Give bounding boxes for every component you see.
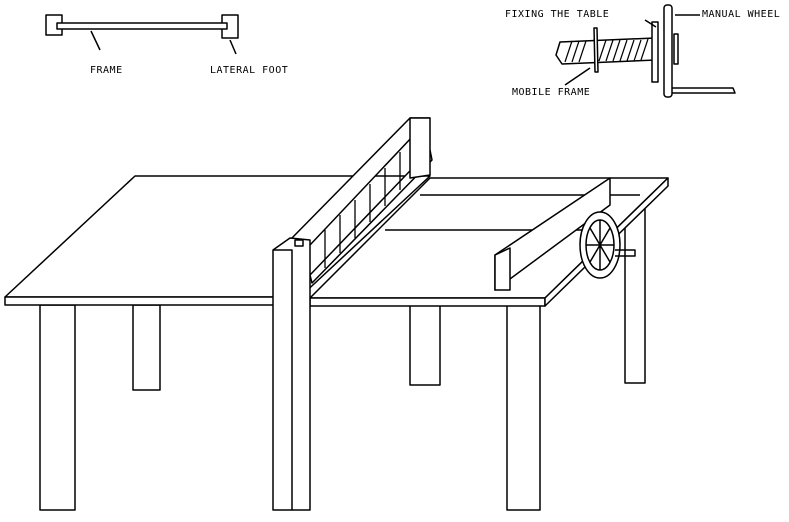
label-lateral-foot: LATERAL FOOT (210, 65, 289, 76)
screw-detail (555, 4, 736, 98)
table-legs (39, 191, 646, 511)
manual-wheel (579, 211, 636, 279)
label-mobile-frame: MOBILE FRAME (512, 87, 591, 98)
ladder-frame (272, 117, 433, 511)
label-frame: FRAME (90, 65, 123, 76)
frame-detail (45, 14, 239, 55)
label-fixing-the-table: FIXING THE TABLE (505, 9, 610, 20)
mobile-board (494, 177, 611, 291)
label-manual-wheel: MANUAL WHEEL (702, 9, 781, 20)
